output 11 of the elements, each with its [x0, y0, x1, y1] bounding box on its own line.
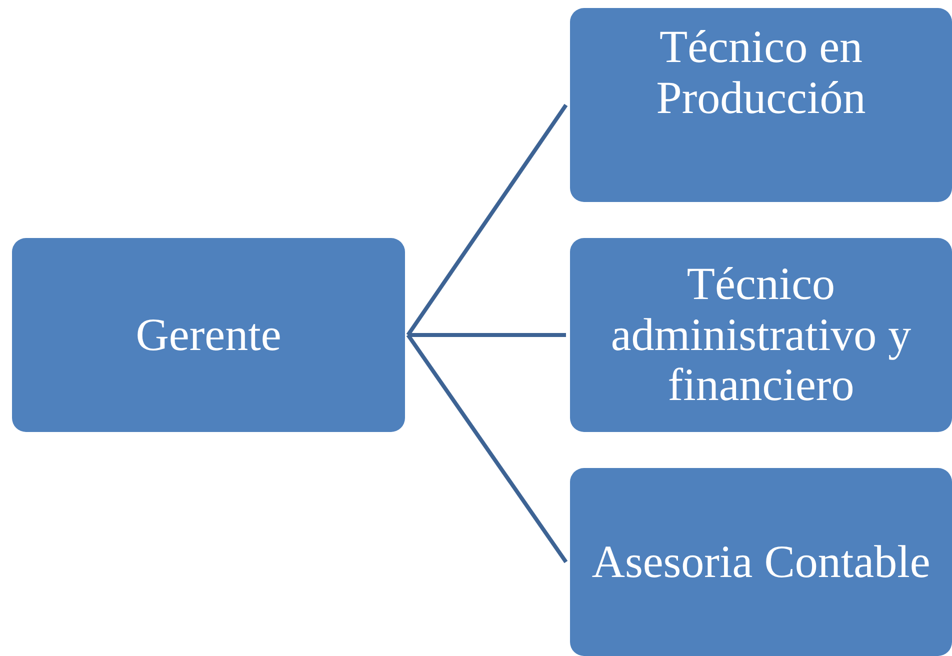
connector-line — [406, 104, 568, 336]
box-label: Gerente — [136, 310, 282, 360]
org-box — [570, 468, 952, 656]
org-box — [570, 8, 952, 202]
box-label: Técnico en Producción — [655, 22, 867, 124]
box-label: Asesoria Contable — [592, 536, 930, 588]
connector-line — [408, 333, 566, 337]
org-box — [12, 238, 405, 432]
box-label: Técnico administrativo y financiero — [610, 259, 912, 411]
org-box — [570, 238, 952, 432]
connector-line — [406, 334, 568, 564]
